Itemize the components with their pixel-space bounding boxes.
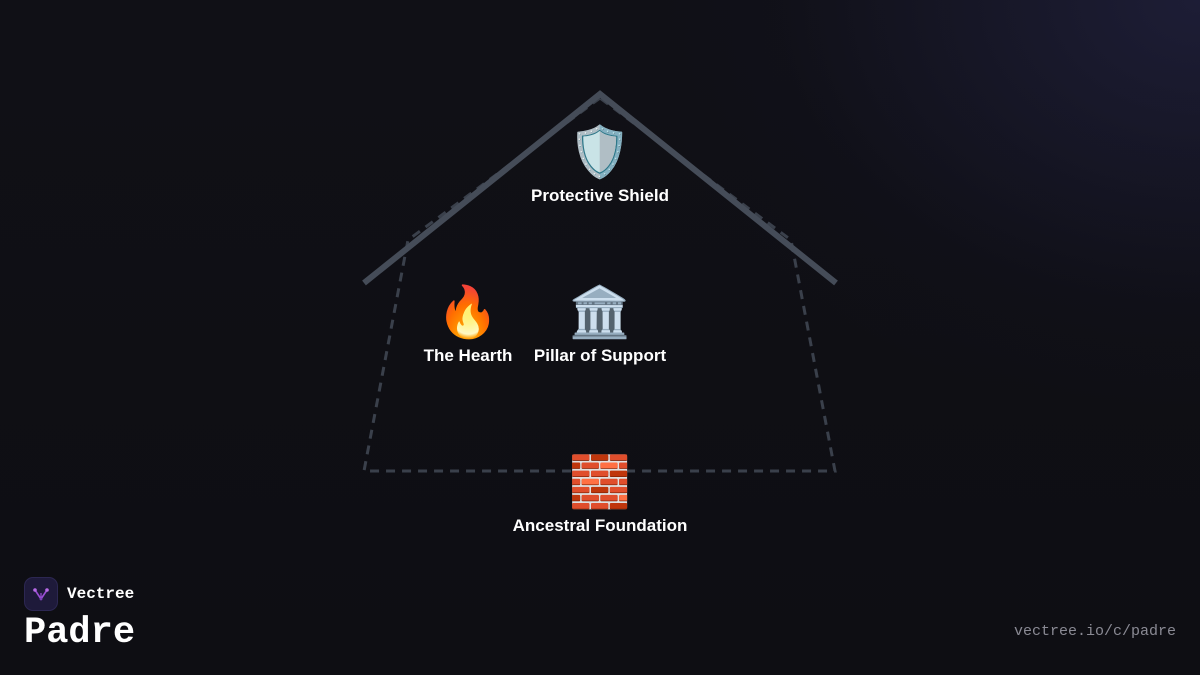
node-label: Pillar of Support [533, 346, 667, 365]
brand: Vectree [24, 577, 134, 611]
shield-icon: 🛡️ [568, 123, 632, 181]
node-ancestral-foundation: 🧱 Ancestral Foundation [513, 454, 688, 536]
node-label: Ancestral Foundation [512, 516, 688, 535]
classical-building-icon: 🏛️ [568, 283, 632, 341]
page-title: Padre [24, 612, 136, 654]
node-label: The Hearth [423, 346, 513, 365]
roof-line [362, 90, 838, 286]
brick-icon: 🧱 [568, 453, 632, 511]
brand-name: Vectree [67, 585, 135, 603]
node-protective-shield: 🛡️ Protective Shield [531, 124, 669, 206]
node-label: Protective Shield [531, 186, 669, 205]
page-url: vectree.io/c/padre [1013, 623, 1176, 640]
node-pillar-of-support: 🏛️ Pillar of Support [534, 284, 666, 366]
fire-icon: 🔥 [436, 283, 500, 341]
vectree-logo-icon [24, 577, 58, 611]
node-the-hearth: 🔥 The Hearth [424, 284, 513, 366]
house-outline-dashed [362, 96, 837, 473]
